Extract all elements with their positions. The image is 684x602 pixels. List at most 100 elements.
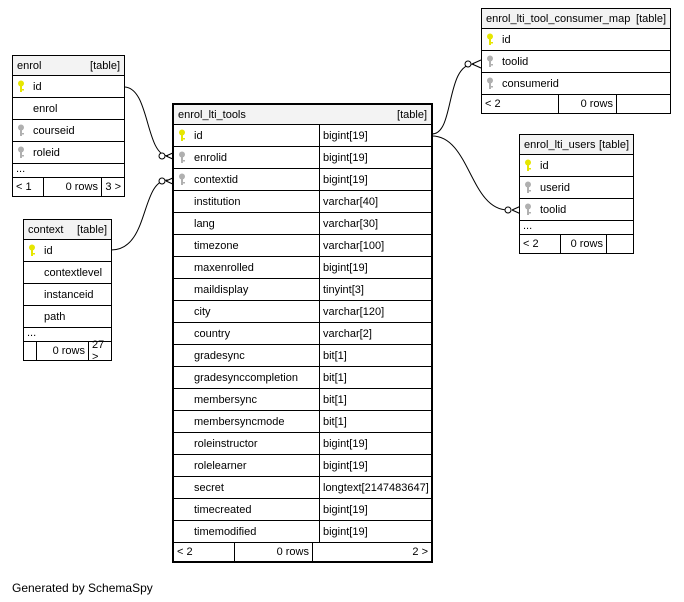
row-count: 0 rows — [234, 543, 312, 561]
column-row[interactable]: roleid — [13, 142, 124, 164]
table-footer: < 1 0 rows 3 > — [13, 178, 124, 196]
column-row[interactable]: path — [24, 306, 111, 328]
children-count[interactable]: 27 > — [88, 339, 111, 363]
column-row[interactable]: id — [482, 29, 670, 51]
column-name: gradesync — [194, 349, 245, 362]
column-row[interactable]: contextlevel — [24, 262, 111, 284]
column-type: bigint[19] — [319, 433, 431, 454]
column-type: bigint[19] — [319, 521, 431, 542]
row-count: 0 rows — [43, 178, 101, 196]
column-type: varchar[120] — [319, 301, 431, 322]
foreign-key-icon — [13, 146, 29, 159]
column-row[interactable]: id — [24, 240, 111, 262]
generated-by-credit: Generated by SchemaSpy — [12, 581, 153, 595]
table-enrol[interactable]: enrol [table] id enrol courseid roleid .… — [12, 55, 125, 197]
column-row[interactable]: timemodified bigint[19] — [174, 521, 431, 543]
row-count: 0 rows — [558, 95, 616, 113]
table-kind: [table] — [599, 138, 629, 151]
foreign-key-icon — [520, 181, 536, 194]
column-row[interactable]: city varchar[120] — [174, 301, 431, 323]
table-name: enrol_lti_tools — [178, 108, 246, 121]
table-context[interactable]: context [table] id contextlevel instance… — [23, 219, 112, 363]
children-count[interactable] — [616, 95, 670, 113]
column-row[interactable]: toolid — [520, 199, 633, 221]
column-name: timemodified — [194, 525, 257, 538]
column-name: id — [194, 129, 203, 142]
table-kind: [table] — [77, 223, 107, 236]
column-name: city — [194, 305, 211, 318]
foreign-key-icon — [482, 77, 498, 90]
column-name: contextid — [194, 173, 239, 186]
table-header: context [table] — [24, 220, 111, 240]
parents-count[interactable]: < 1 — [16, 181, 32, 193]
column-row[interactable]: courseid — [13, 120, 124, 142]
column-name: rolelearner — [194, 459, 247, 472]
children-count[interactable] — [606, 235, 633, 253]
table-kind: [table] — [90, 59, 120, 72]
parents-count[interactable]: < 2 — [177, 546, 193, 558]
table-name: enrol — [17, 59, 42, 72]
children-count[interactable]: 3 > — [101, 178, 124, 196]
column-row[interactable]: userid — [520, 177, 633, 199]
primary-key-icon — [24, 244, 40, 257]
foreign-key-icon — [482, 55, 498, 68]
column-row[interactable]: enrolid bigint[19] — [174, 147, 431, 169]
column-type: longtext[2147483647] — [319, 477, 431, 498]
foreign-key-icon — [174, 173, 190, 186]
parents-count[interactable]: < 2 — [485, 98, 501, 110]
column-type: bigint[19] — [319, 499, 431, 520]
table-enrol-lti-tool-consumer-map[interactable]: enrol_lti_tool_consumer_map [table] id t… — [481, 8, 671, 114]
table-footer: < 2 0 rows — [520, 235, 633, 253]
table-header: enrol_lti_tool_consumer_map [table] — [482, 9, 670, 29]
parents-count[interactable]: < 2 — [523, 238, 539, 250]
column-row[interactable]: secret longtext[2147483647] — [174, 477, 431, 499]
parents-count[interactable] — [24, 342, 36, 360]
column-row[interactable]: id — [13, 76, 124, 98]
more-columns: ... — [24, 328, 111, 342]
column-name: membersync — [194, 393, 257, 406]
link-enrol-enrolid — [123, 86, 169, 157]
column-row[interactable]: maildisplay tinyint[3] — [174, 279, 431, 301]
table-footer: 0 rows 27 > — [24, 339, 111, 363]
table-name: enrol_lti_users — [524, 138, 596, 151]
column-row[interactable]: toolid — [482, 51, 670, 73]
column-type: bigint[19] — [319, 147, 431, 168]
column-name: enrolid — [194, 151, 228, 164]
column-type: bigint[19] — [319, 455, 431, 476]
column-type: tinyint[3] — [319, 279, 431, 300]
column-row[interactable]: enrol — [13, 98, 124, 120]
children-count[interactable]: 2 > — [312, 543, 431, 561]
table-footer: < 2 0 rows 2 > — [174, 543, 431, 561]
column-name: maildisplay — [194, 283, 249, 296]
column-type: varchar[30] — [319, 213, 431, 234]
primary-key-icon — [13, 80, 29, 93]
column-name: timezone — [194, 239, 239, 252]
primary-key-icon — [520, 159, 536, 172]
column-row[interactable]: consumerid — [482, 73, 670, 95]
table-enrol-lti-users[interactable]: enrol_lti_users [table] id userid toolid… — [519, 134, 634, 254]
column-name: secret — [194, 481, 224, 494]
column-name: institution — [194, 195, 241, 208]
column-row[interactable]: rolelearner bigint[19] — [174, 455, 431, 477]
column-row[interactable]: instanceid — [24, 284, 111, 306]
link-users-toolid — [431, 135, 509, 211]
column-row[interactable]: id — [520, 155, 633, 177]
primary-key-icon — [174, 129, 190, 142]
foreign-key-icon — [174, 151, 190, 164]
foreign-key-icon — [520, 203, 536, 216]
column-type: bigint[19] — [319, 257, 431, 278]
